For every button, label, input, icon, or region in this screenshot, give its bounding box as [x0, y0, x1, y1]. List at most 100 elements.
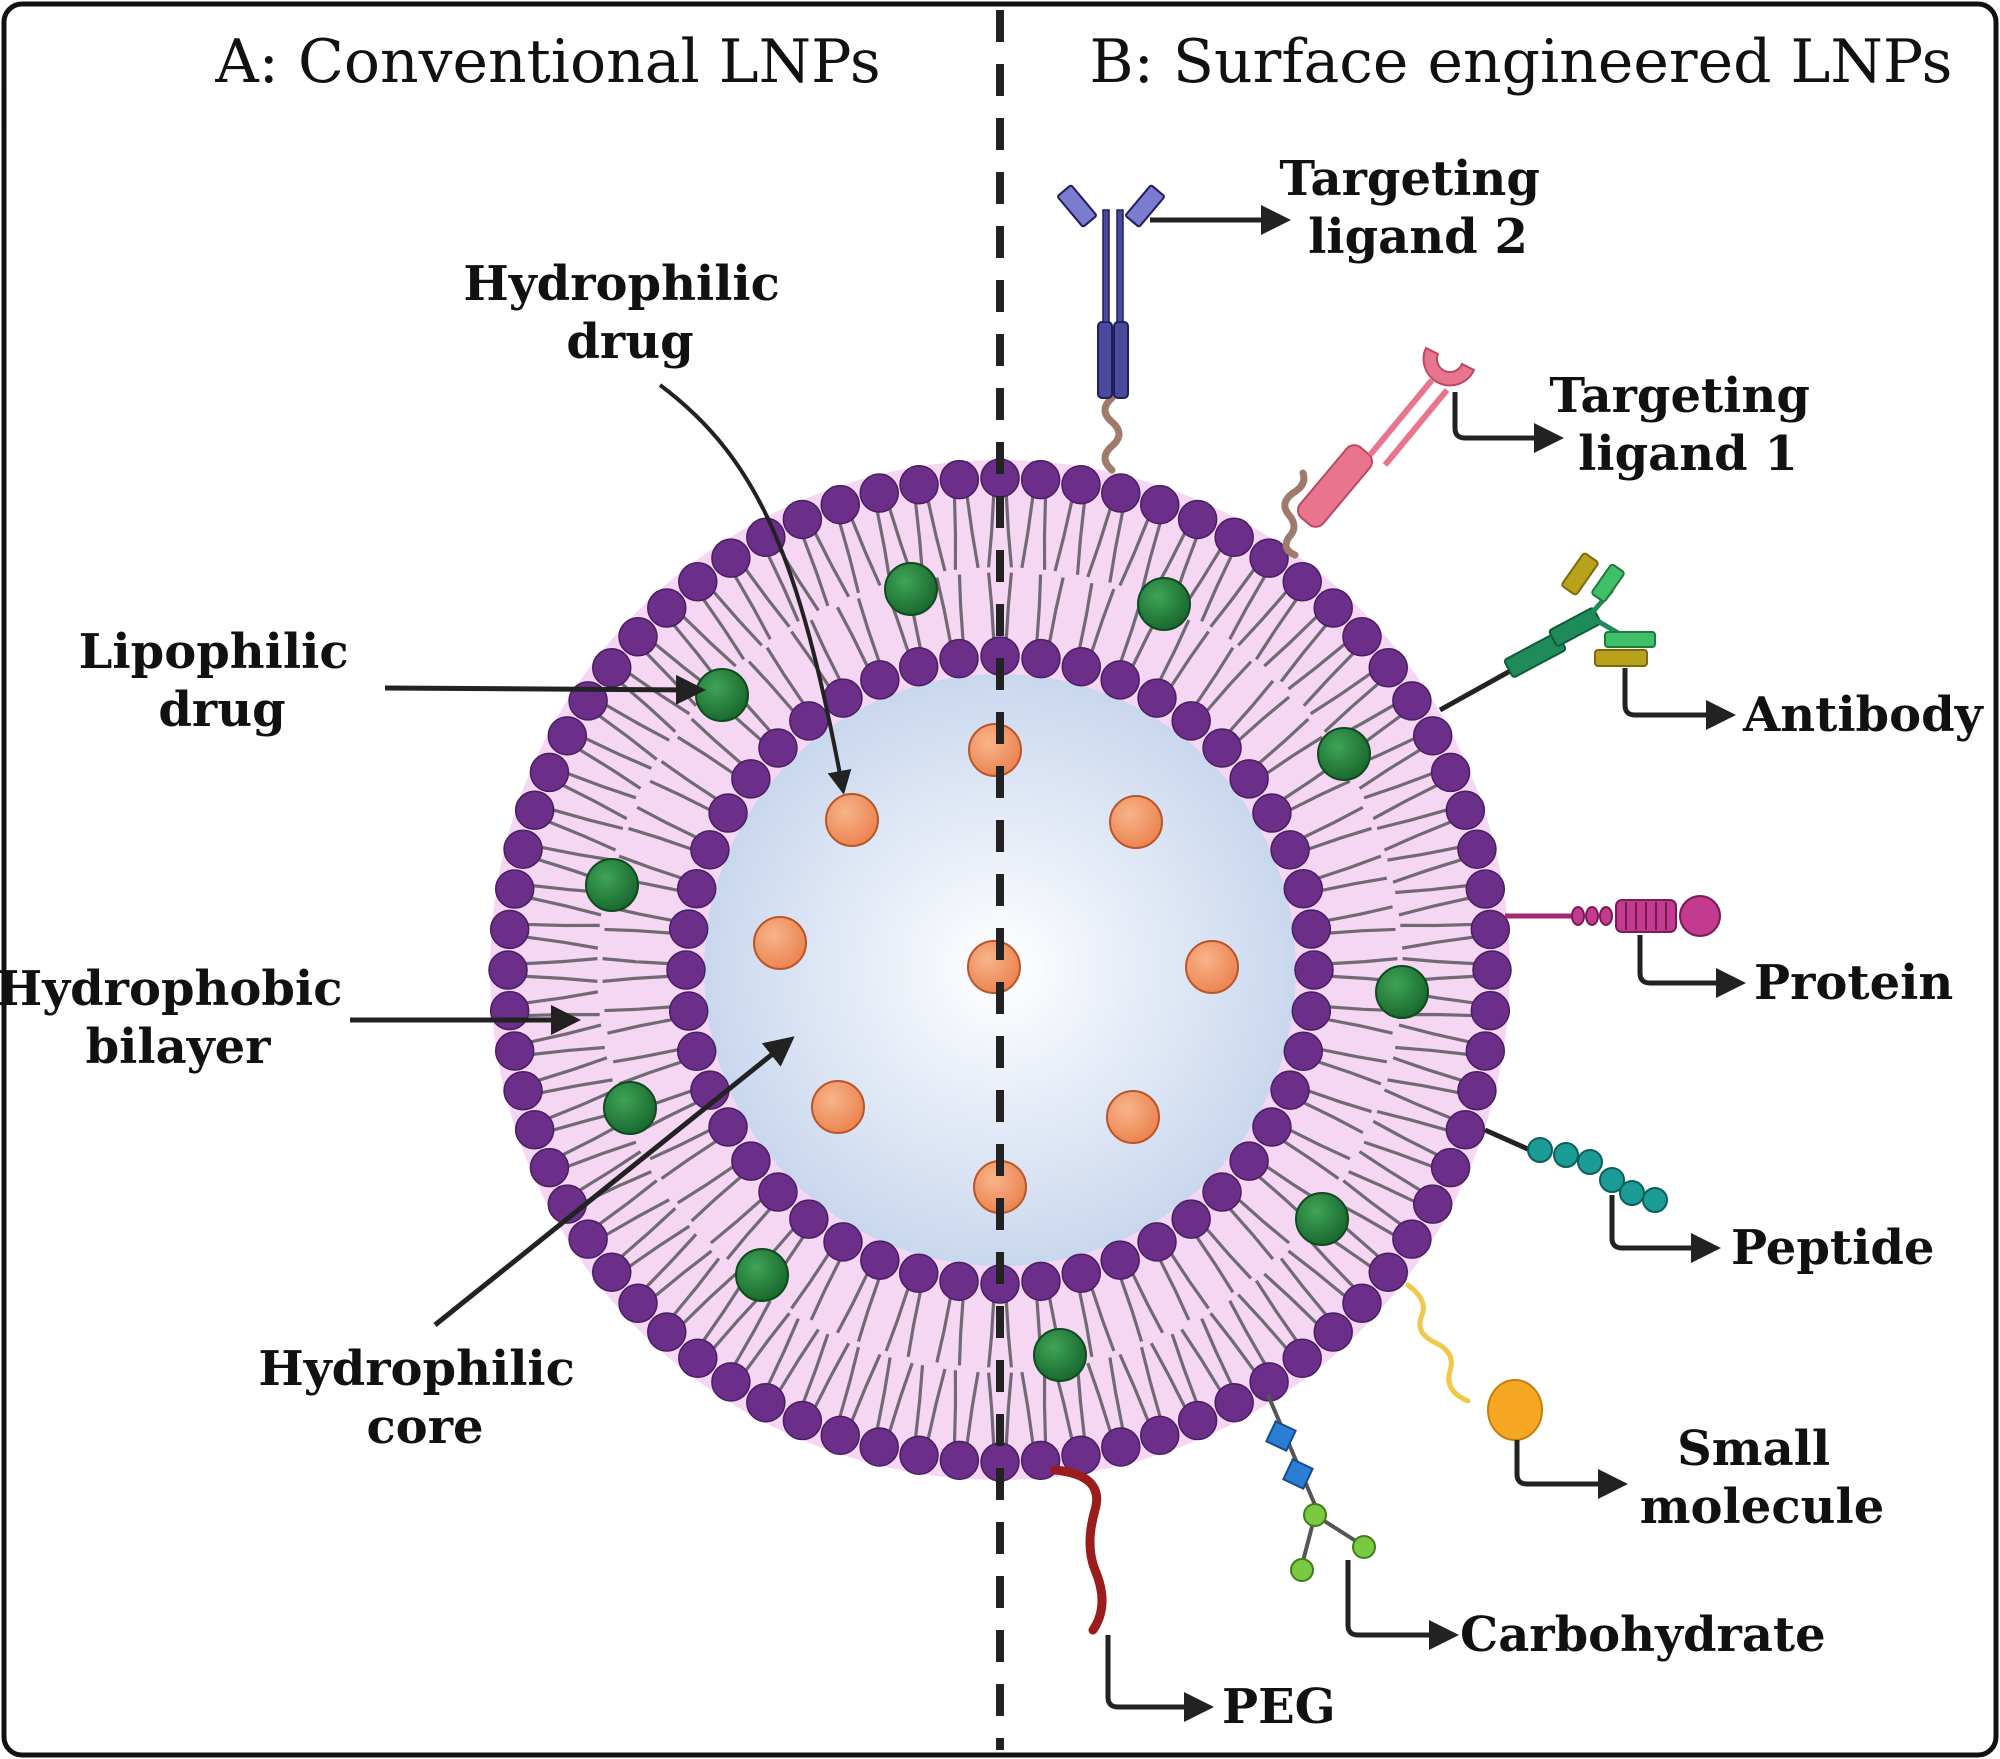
lipid-tail [1287, 1249, 1351, 1302]
lipophilic-drugs [585, 562, 1429, 1382]
lipid-tail [600, 700, 670, 742]
lipid-tail [1156, 1254, 1191, 1321]
lipid-tail [1200, 549, 1236, 622]
inner-lipid-head [823, 1222, 863, 1262]
lipid-tail [1053, 494, 1075, 572]
lipid-tail [1297, 805, 1364, 842]
lipid-tail [957, 1293, 966, 1366]
outer-lipid-head [1313, 1312, 1353, 1352]
lipid-tail [690, 717, 747, 769]
lipid-tail [730, 1300, 772, 1370]
lipid-tail [520, 934, 599, 950]
label-hydrophilic-core: Hydrophilic core [258, 1341, 591, 1455]
arrow-antibody [1622, 668, 1736, 730]
lipid-tail [1372, 781, 1444, 821]
lipid-tail [1323, 678, 1384, 733]
inner-lipid-head [1252, 793, 1292, 833]
protein-molecule [1505, 895, 1721, 937]
inner-lipid-head [1202, 728, 1242, 768]
outer-lipid-head [859, 473, 899, 513]
inner-lipid-head [939, 1261, 979, 1302]
lipid-tail [535, 844, 613, 862]
lipid-tail [1075, 1365, 1087, 1444]
outer-lipid-head [1445, 790, 1486, 830]
outer-lipid-head [1412, 1184, 1453, 1224]
lipid-tail [799, 1333, 830, 1409]
lipid-tail [765, 646, 808, 710]
lipid-tail [764, 1318, 800, 1391]
lipid-tail [836, 1346, 861, 1424]
outer-lipid-head [1470, 909, 1511, 950]
outer-lipid-head [1101, 473, 1141, 513]
inner-lipid-head [676, 1031, 717, 1072]
arrow-peptide [1609, 1195, 1721, 1263]
lipid-tail [1363, 1140, 1439, 1171]
inner-lipid-head [668, 909, 709, 949]
outer-lipid-head [1470, 990, 1511, 1031]
label-lipophilic-drug: Lipophilic drug [79, 624, 366, 738]
lipid-tail [604, 1004, 677, 1013]
lipid-tail [1237, 1293, 1292, 1354]
label-small-molecule: Small molecule [1640, 1421, 1884, 1535]
lipid-tail [987, 1372, 996, 1451]
carbohydrate-molecule [1265, 1394, 1376, 1582]
outer-lipid-head [1465, 869, 1506, 909]
outer-lipid-head [1430, 752, 1471, 793]
lipid-tail [874, 1357, 892, 1435]
lipid-tail [520, 990, 599, 1006]
lipid-tail [1233, 1194, 1291, 1245]
lipid-tail [1224, 679, 1275, 737]
outer-lipid-head [514, 790, 555, 830]
lipid-tail [616, 1207, 677, 1262]
lipid-tail [1342, 1179, 1407, 1230]
outer-lipid-head [1214, 1382, 1254, 1423]
outer-lipid-head [489, 990, 530, 1031]
lipid-tail [1302, 1087, 1372, 1114]
lipid-tail [1108, 1357, 1126, 1435]
lipid-tail [1372, 1119, 1444, 1159]
lipid-tail [660, 1136, 723, 1180]
inner-lipid-head [1137, 1222, 1177, 1262]
lipid-tail [607, 1016, 679, 1035]
lipid-tail [1076, 1285, 1094, 1358]
lipid-tail [1387, 1078, 1465, 1096]
lipid-tail [1192, 1230, 1235, 1294]
lipid-tail [1139, 516, 1164, 594]
inner-lipid-head [1202, 1172, 1242, 1212]
lipid-tail [775, 1328, 820, 1397]
lipid-tail [1323, 927, 1396, 936]
outer-lipid-head [782, 499, 823, 540]
outer-lipid-head [859, 1427, 899, 1467]
lipid-tail [1401, 934, 1480, 950]
outer-lipid-head [591, 1252, 632, 1292]
inner-lipid-head [1021, 1261, 1061, 1302]
inner-lipid-head [1171, 701, 1211, 741]
lipid-tail [740, 1312, 791, 1377]
lipid-tail [740, 563, 791, 628]
lipid-tail [1004, 489, 1013, 568]
lipid-tail [856, 1272, 883, 1342]
lipid-tail [519, 957, 598, 966]
lipophilic-drug-particle [884, 562, 938, 616]
lipid-tail [1228, 1300, 1270, 1370]
lipid-tail [1118, 1353, 1152, 1428]
inner-lipid-head [1061, 646, 1102, 687]
inner-lipid-head [860, 660, 900, 700]
lipid-tail [1263, 1272, 1323, 1329]
arrow-peg [1105, 1635, 1214, 1722]
outer-lipid-head [746, 517, 786, 558]
inner-lipid-head [1283, 868, 1324, 909]
lipid-tail [593, 1179, 658, 1230]
lipid-tail [1358, 745, 1427, 790]
lipid-tail [1201, 1223, 1253, 1280]
outer-lipid-head [1214, 517, 1254, 558]
lipid-tail [677, 611, 737, 668]
outer-lipid-head [1445, 1110, 1486, 1150]
lipid-tail [1042, 491, 1048, 570]
lipid-tail [835, 606, 872, 673]
label-hydrophobic-bilayer: Hydrophobic bilayer [0, 961, 359, 1075]
lipid-tail [913, 1365, 925, 1444]
lipid-tail [1200, 1318, 1236, 1391]
lipid-tail [561, 769, 637, 800]
lipid-tail [676, 1162, 740, 1205]
